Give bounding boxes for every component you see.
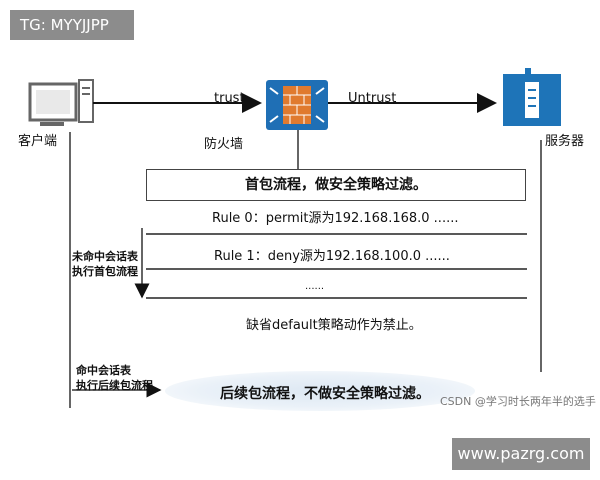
firewall-icon bbox=[266, 80, 328, 130]
rule-0-text: Rule 0：permit源为192.168.168.0 ...... bbox=[212, 211, 459, 226]
top-watermark-tag: TG: MYYJJPP bbox=[10, 10, 134, 40]
untrust-label: Untrust bbox=[348, 91, 397, 106]
execute-first-packet-label: 执行首包流程 bbox=[72, 265, 138, 278]
default-rule-text: 缺省default策略动作为禁止。 bbox=[246, 318, 422, 333]
miss-session-label: 未命中会话表 bbox=[72, 250, 138, 263]
subsequent-packet-text: 后续包流程，不做安全策略过滤。 bbox=[220, 386, 430, 402]
hit-session-label: 命中会话表 bbox=[76, 364, 131, 377]
client-computer-icon bbox=[28, 79, 94, 126]
execute-subsequent-label: 执行后续包流程 bbox=[76, 379, 153, 392]
client-label: 客户端 bbox=[18, 134, 58, 149]
rule-more-ellipsis: ...... bbox=[305, 281, 325, 292]
first-packet-process-box: 首包流程，做安全策略过滤。 bbox=[146, 169, 526, 201]
rule-1-text: Rule 1：deny源为192.168.100.0 ...... bbox=[214, 249, 450, 264]
firewall-label: 防火墙 bbox=[204, 137, 244, 152]
server-label: 服务器 bbox=[545, 134, 585, 149]
server-icon bbox=[503, 68, 561, 126]
csdn-watermark: CSDN @学习时长两年半的选手 bbox=[440, 395, 596, 408]
bottom-watermark-tag: www.pazrg.com bbox=[452, 438, 590, 470]
subsequent-flow-highlight bbox=[165, 371, 475, 411]
trust-label: trust bbox=[214, 91, 245, 106]
